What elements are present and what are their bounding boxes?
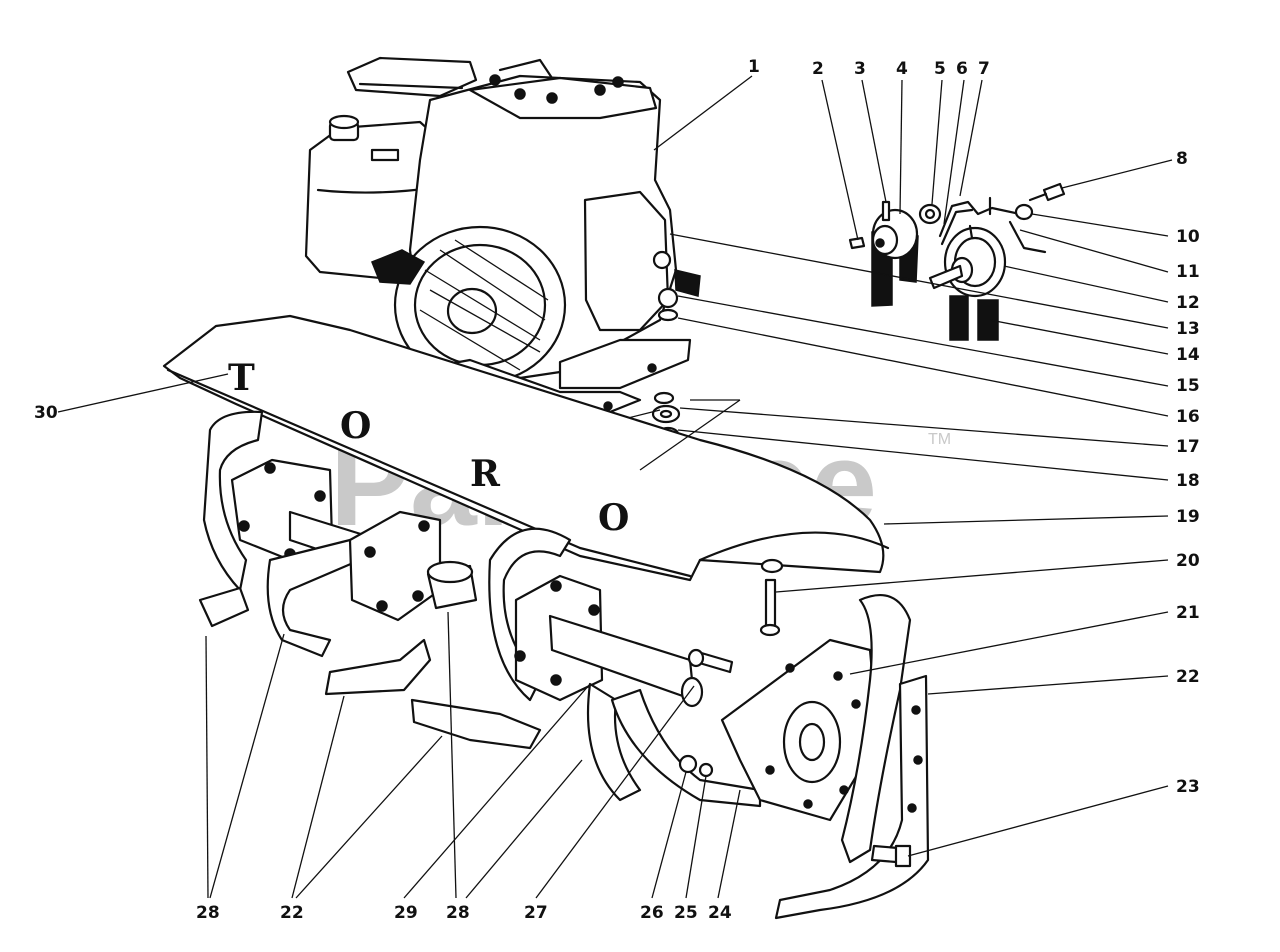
- callout-7: 7: [978, 59, 990, 79]
- callout-2: 2: [812, 59, 824, 79]
- callout-14: 14: [1176, 345, 1200, 365]
- tine-shield-illustration: T O R O: [162, 314, 890, 582]
- callout-5: 5: [934, 59, 946, 79]
- callout-13: 13: [1176, 319, 1200, 339]
- callout-22-right: 22: [1176, 667, 1200, 687]
- callout-4: 4: [896, 59, 908, 79]
- callout-18: 18: [1176, 471, 1200, 491]
- callout-1: 1: [748, 57, 760, 77]
- brand-letter-t: T: [228, 357, 255, 399]
- callout-23: 23: [1176, 777, 1200, 797]
- callout-26: 26: [640, 903, 664, 923]
- brand-letter-r: R: [470, 453, 501, 495]
- callout-3: 3: [854, 59, 866, 79]
- leader-lines: [57, 75, 1173, 899]
- callout-17: 17: [1176, 437, 1200, 457]
- trademark-mark: TM: [928, 431, 951, 448]
- pulley-assembly-illustration: [848, 182, 1066, 341]
- callout-28-center: 28: [446, 903, 470, 923]
- callout-24: 24: [708, 903, 732, 923]
- callout-8: 8: [1176, 149, 1188, 169]
- tine-assembly-illustration: [198, 410, 930, 920]
- callout-19: 19: [1176, 507, 1200, 527]
- callout-30: 30: [34, 403, 58, 423]
- callout-labels: 1 2 3 4 5 6 7 8 10 11 12 13 14 15 16 17 …: [34, 57, 1200, 923]
- callout-6: 6: [956, 59, 968, 79]
- callout-25: 25: [674, 903, 698, 923]
- callout-20: 20: [1176, 551, 1200, 571]
- callout-10: 10: [1176, 227, 1200, 247]
- callout-21: 21: [1176, 603, 1200, 623]
- callout-29: 29: [394, 903, 418, 923]
- callout-12: 12: [1176, 293, 1200, 313]
- callout-16: 16: [1176, 407, 1200, 427]
- callout-11: 11: [1176, 262, 1200, 282]
- callout-22-bottom: 22: [280, 903, 304, 923]
- brand-letter-o-2: O: [598, 497, 629, 539]
- callout-15: 15: [1176, 376, 1200, 396]
- callout-28-left: 28: [196, 903, 220, 923]
- callout-27: 27: [524, 903, 548, 923]
- brand-letter-o: O: [340, 405, 371, 447]
